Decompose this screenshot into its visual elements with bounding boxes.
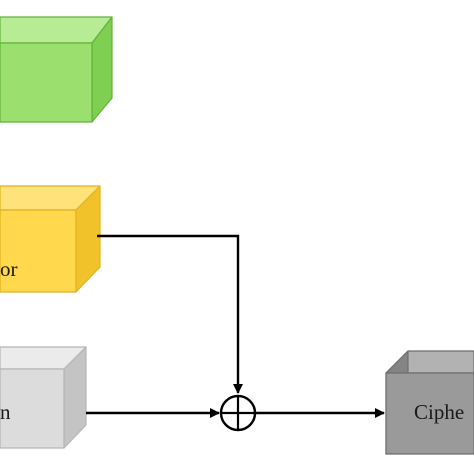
bottom-block-label: n (0, 400, 11, 424)
xor-operator-icon (219, 394, 257, 432)
top-block (0, 16, 113, 123)
middle-block-label: or (0, 257, 18, 281)
bottom-block: n (0, 346, 87, 449)
middle-block: or (0, 185, 101, 293)
bottom-block-front-face (0, 368, 65, 449)
top-block-front-face (0, 42, 93, 123)
right-block-label: Ciphe (414, 400, 464, 424)
middle-block-front-face (0, 209, 77, 293)
right-block-front-face (385, 372, 474, 455)
middle-to-xor-connector (97, 234, 243, 394)
right-block: Ciphe (385, 350, 474, 455)
